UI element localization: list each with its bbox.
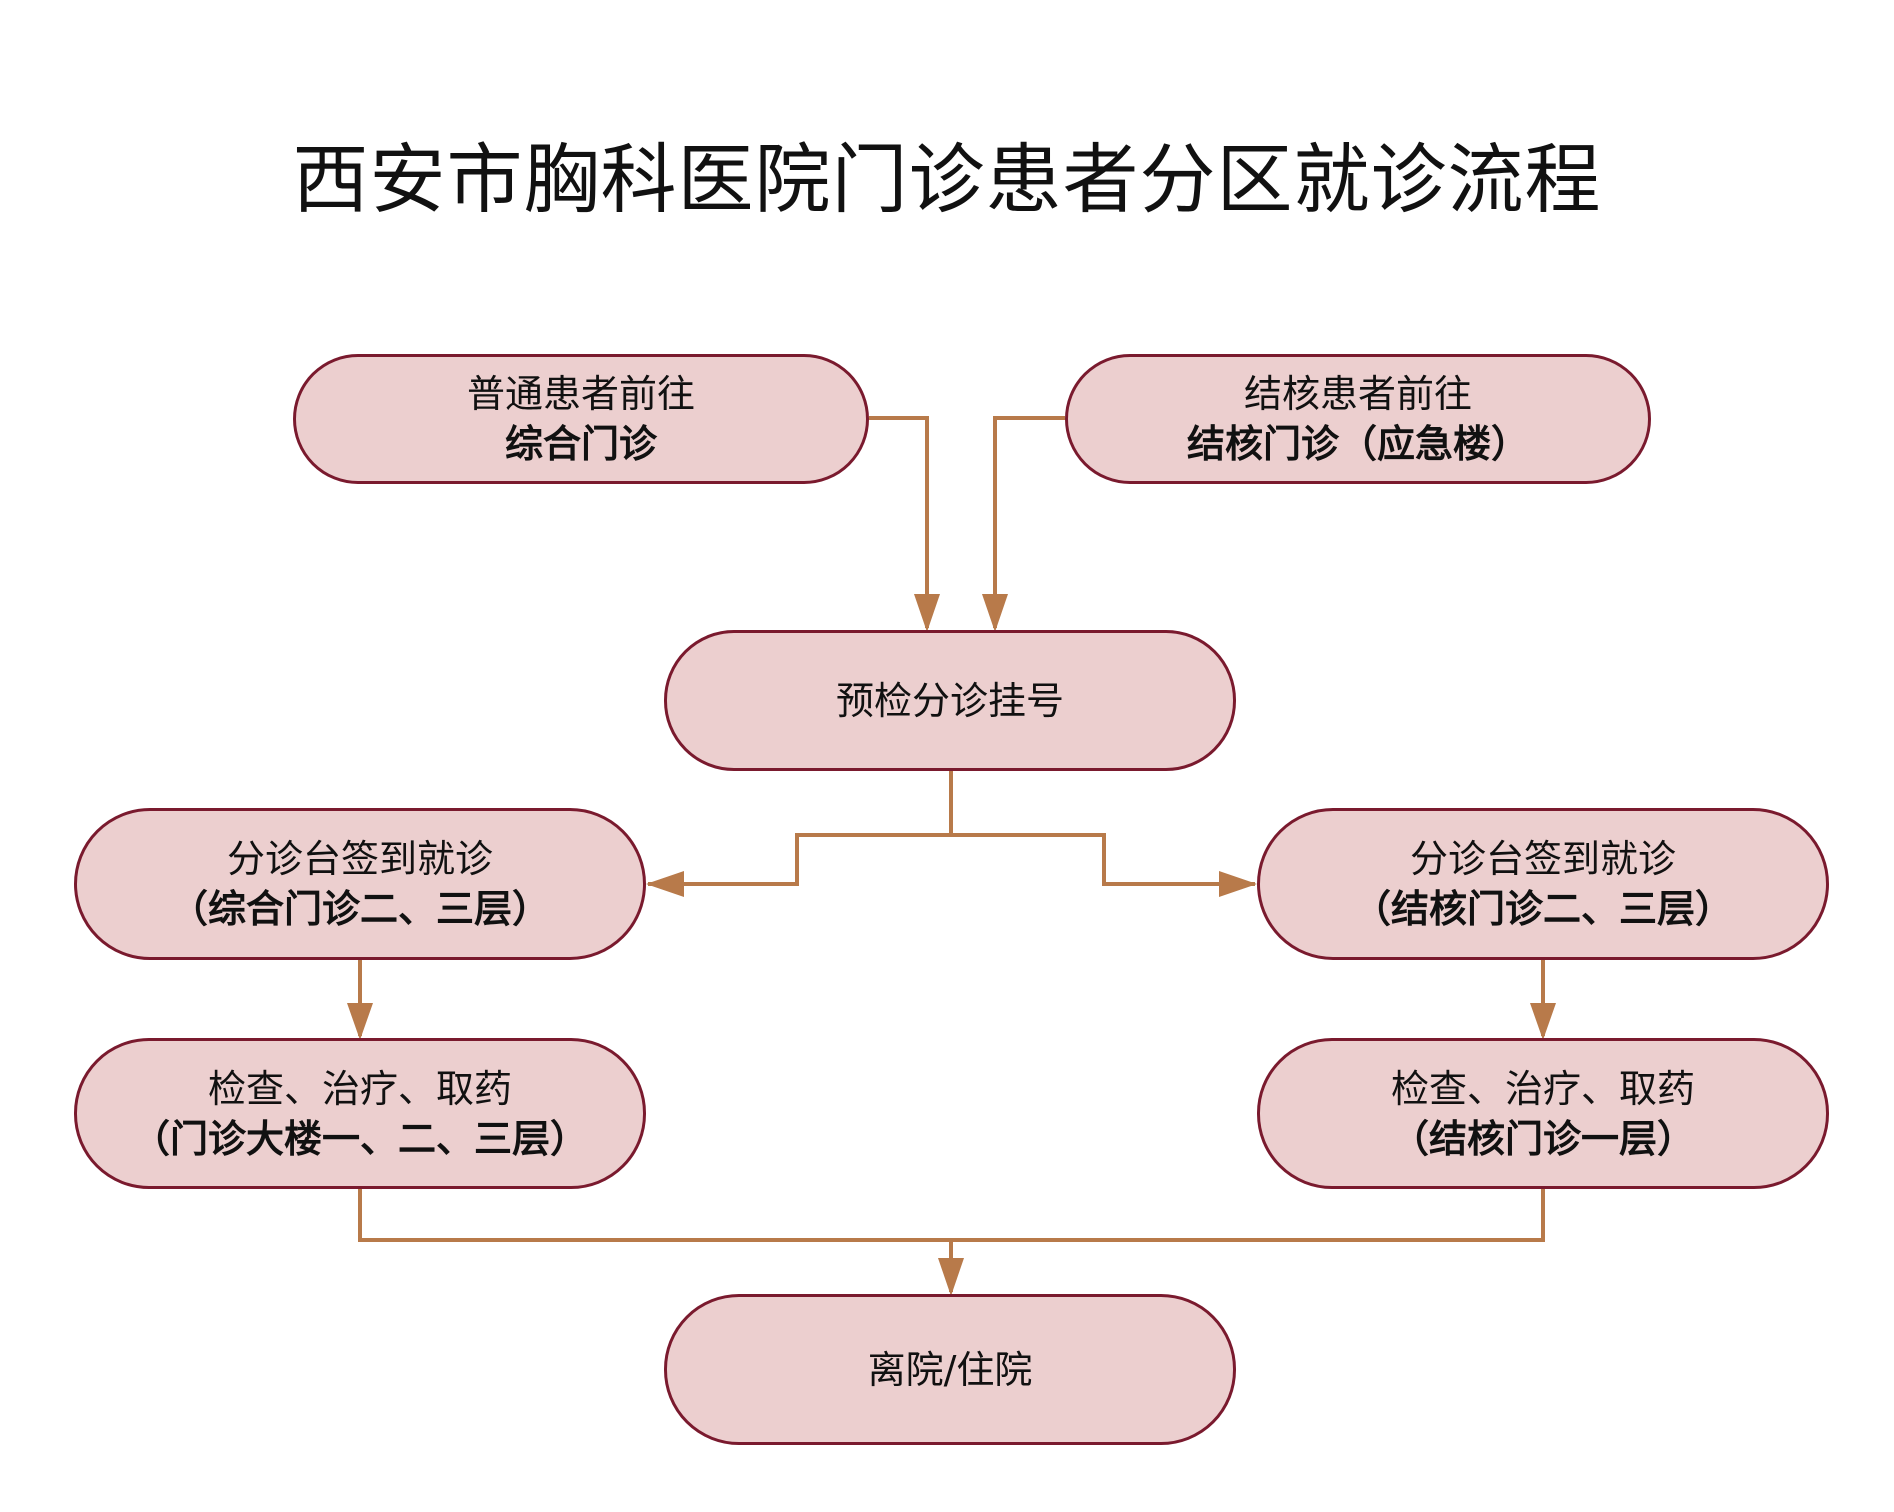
node-tb-outpatient-line1: 结核患者前往	[1243, 372, 1472, 416]
connector-exams-merge	[358, 1189, 1545, 1242]
node-tb-exam-line1: 检查、治疗、取药	[1390, 1066, 1695, 1111]
node-general-checkin-line2: （综合门诊二、三层）	[169, 887, 550, 931]
arrowhead-to-tb-checkin	[1219, 871, 1257, 897]
connector-triage-to-tb-checkin	[951, 833, 1255, 886]
node-general-exam-line1: 检查、治疗、取药	[207, 1066, 512, 1111]
node-tb-exam-line2: （结核门诊一层）	[1390, 1116, 1695, 1161]
node-general-outpatient-line1: 普通患者前往	[466, 372, 695, 416]
node-general-outpatient: 普通患者前往 综合门诊	[293, 354, 869, 484]
connector-general-to-triage	[869, 416, 929, 628]
node-tb-checkin: 分诊台签到就诊 （结核门诊二、三层）	[1257, 808, 1829, 960]
arrowhead-general-to-triage	[914, 594, 940, 632]
arrowhead-to-discharge	[938, 1258, 964, 1296]
arrowhead-tb-to-triage	[982, 594, 1008, 632]
node-general-exam: 检查、治疗、取药 （门诊大楼一、二、三层）	[74, 1038, 646, 1189]
node-triage-registration-line1: 预检分诊挂号	[835, 678, 1064, 723]
node-general-exam-line2: （门诊大楼一、二、三层）	[131, 1116, 588, 1161]
connector-tb-to-triage	[993, 416, 1065, 628]
node-general-checkin: 分诊台签到就诊 （综合门诊二、三层）	[74, 808, 646, 960]
node-tb-exam: 检查、治疗、取药 （结核门诊一层）	[1257, 1038, 1829, 1189]
arrowhead-general-checkin-to-exam	[347, 1003, 373, 1040]
node-tb-checkin-line2: （结核门诊二、三层）	[1352, 887, 1733, 931]
node-general-outpatient-line2: 综合门诊	[504, 422, 657, 466]
node-discharge-line1: 离院/住院	[867, 1347, 1033, 1392]
connector-triage-to-general-checkin	[648, 833, 951, 886]
node-triage-registration: 预检分诊挂号	[664, 630, 1236, 771]
node-discharge: 离院/住院	[664, 1294, 1236, 1445]
arrowhead-to-general-checkin	[646, 871, 684, 897]
node-tb-outpatient: 结核患者前往 结核门诊（应急楼）	[1065, 354, 1651, 484]
node-tb-checkin-line1: 分诊台签到就诊	[1409, 837, 1676, 881]
node-tb-outpatient-line2: 结核门诊（应急楼）	[1186, 422, 1529, 466]
node-general-checkin-line1: 分诊台签到就诊	[226, 837, 493, 881]
arrowhead-tb-checkin-to-exam	[1530, 1003, 1556, 1040]
page-title: 西安市胸科医院门诊患者分区就诊流程	[292, 135, 1602, 224]
